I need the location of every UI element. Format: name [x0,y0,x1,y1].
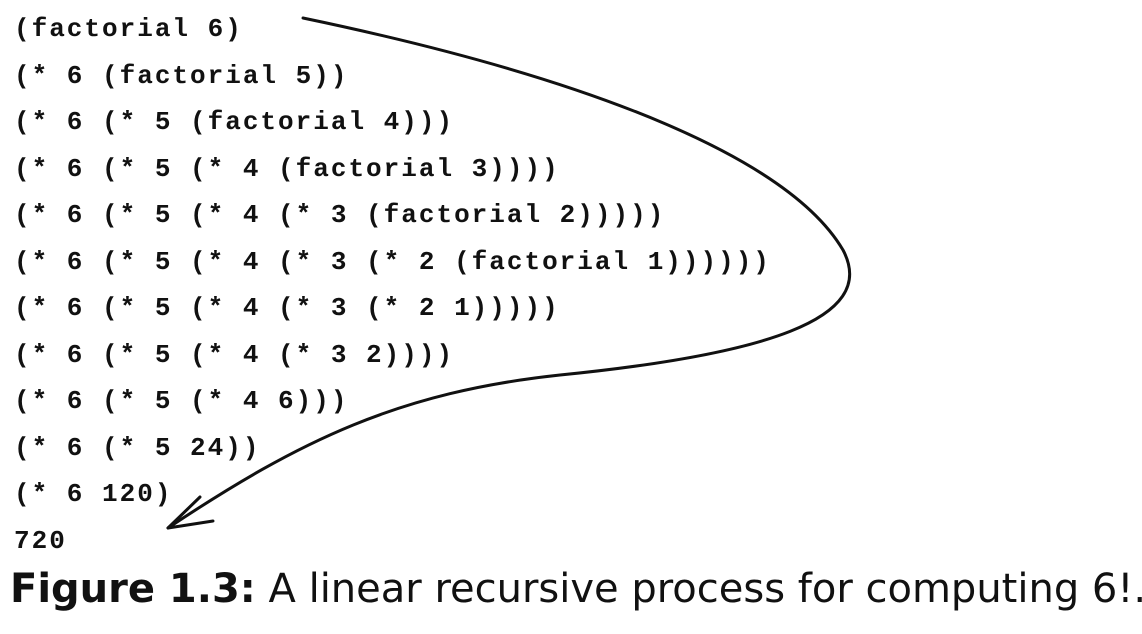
code-line: (* 6 120) [14,479,173,509]
arrow-head [166,495,215,530]
code-line: (* 6 (factorial 5)) [14,60,349,91]
expansion-trace: (factorial 6) (* 6 (factorial 5)) (* 6 (* … [14,6,771,564]
caption-text: A linear recursive process for computing… [268,566,1142,612]
code-line: (* 6 (* 5 (* 4 (factorial 3)))) [14,153,560,184]
figure-caption: Figure 1.3: A linear recursive process f… [10,566,1142,612]
code-line: (* 6 (* 5 (* 4 (* 3 (* 2 (factorial 1)))… [14,246,771,277]
code-line: (* 6 (* 5 24)) [14,432,261,463]
arrow-curve [166,16,851,530]
code-line: (* 6 (* 5 (* 4 (* 3 (factorial 2))))) [14,200,666,230]
code-line: (* 6 (* 5 (factorial 4))) [14,107,455,137]
caption-label: Figure 1.3: [10,566,256,612]
code-line: (* 6 (* 5 (* 4 6))) [14,386,349,416]
code-line: (factorial 6) [14,14,243,44]
code-line: (* 6 (* 5 (* 4 (* 3 2)))) [14,339,455,370]
code-line: 720 [14,525,67,556]
code-line: (* 6 (* 5 (* 4 (* 3 (* 2 1))))) [14,293,560,323]
